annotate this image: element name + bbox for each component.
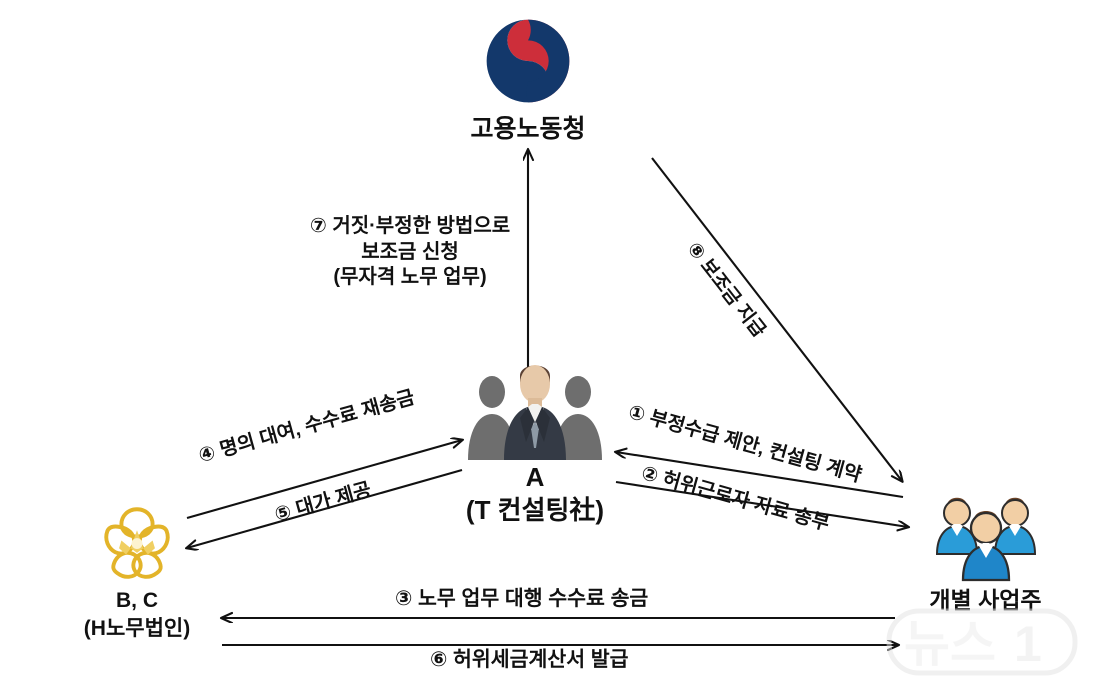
arrow-flow-2 [615, 480, 908, 527]
flow-label-3: ③ 노무 업무 대행 수수료 송금 [395, 587, 649, 610]
node-consulting-firm-label: A [525, 462, 545, 492]
arrow-flow-8 [651, 157, 902, 481]
node-labor-office: 고용노동청 [398, 14, 658, 145]
mugunghwa-emblem-icon [98, 503, 176, 581]
flow-label-7-line2: 보조금 신청 [361, 240, 459, 263]
node-consulting-firm-sublabel: (T 컨설팅社) [465, 494, 605, 525]
node-labor-corporation: B, C (H노무법인) [12, 503, 262, 641]
businessmen-group-icon [460, 352, 610, 460]
flow-label-7-line3: (무자격 노무 업무) [333, 266, 487, 289]
node-labor-office-label: 고용노동청 [470, 115, 586, 143]
arrow-flow-5 [187, 468, 463, 548]
node-labor-corporation-label: B, C [116, 589, 158, 612]
flow-label-7-line1: ⑦ 거짓·부정한 방법으로 [309, 215, 511, 237]
node-individual-employers: 개별 사업주 [878, 488, 1093, 614]
node-labor-corporation-sublabel: (H노무법인) [83, 616, 191, 640]
taegeuk-logo-icon [480, 14, 576, 108]
svg-text:1: 1 [1014, 616, 1042, 672]
news1-watermark: 뉴스 1 [886, 603, 1086, 683]
arrow-flow-4 [186, 440, 462, 520]
flow-label-7: ⑦ 거짓·부정한 방법으로 보조금 신청 (무자격 노무 업무) [284, 214, 536, 291]
people-group-icon [933, 488, 1039, 582]
node-consulting-firm: A (T 컨설팅社) [400, 352, 670, 526]
flow-label-6: ⑥ 허위세금계산서 발급 [430, 648, 629, 671]
svg-text:뉴스: 뉴스 [904, 616, 996, 672]
arrow-flow-1 [616, 452, 904, 499]
